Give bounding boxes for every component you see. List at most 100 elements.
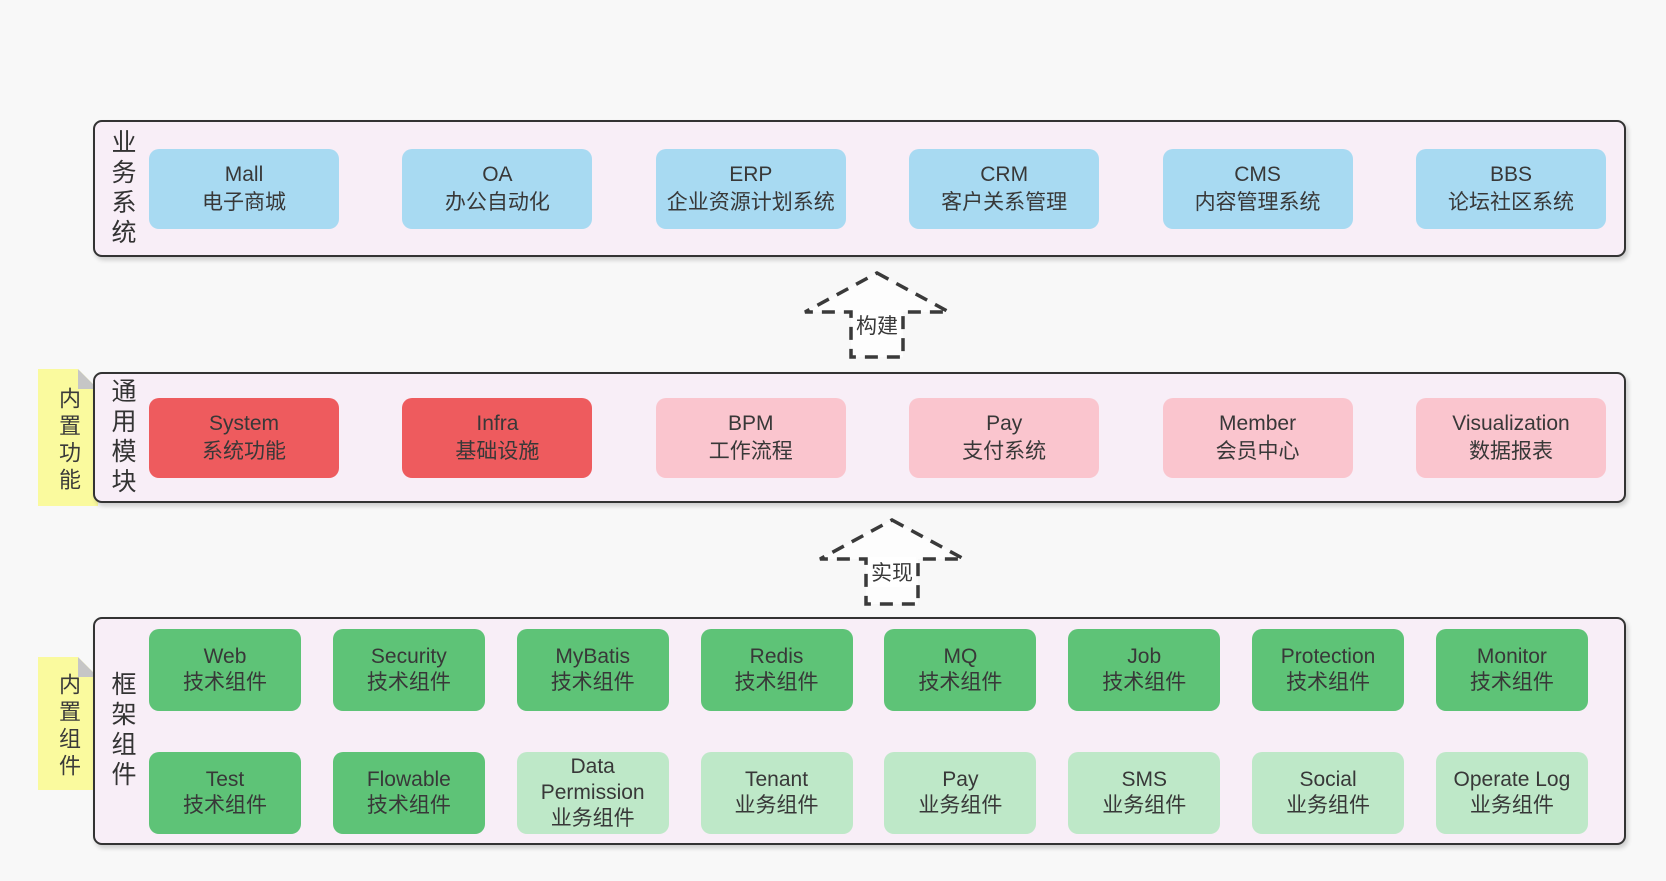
box-title: SMS <box>1121 767 1167 791</box>
box-subtitle: 技术组件 <box>550 670 635 694</box>
box-test-component: Test 技术组件 <box>149 751 301 834</box>
modules-boxes-row: System 系统功能 Infra 基础设施 BPM 工作流程 Pay 支付系统… <box>149 374 1606 501</box>
box-crm: CRM 客户关系管理 <box>909 148 1100 229</box>
box-subtitle: 企业资源计划系统 <box>666 190 835 214</box>
box-subtitle: 技术组件 <box>183 793 267 817</box>
box-flowable-component: Flowable 技术组件 <box>332 751 485 834</box>
box-title: Operate Log <box>1453 767 1571 791</box>
box-subtitle: 工作流程 <box>708 439 793 463</box>
box-bbs: BBS 论坛社区系统 <box>1415 148 1606 229</box>
components-row-2: Test 技术组件 Flowable 技术组件 Data Permission … <box>149 742 1588 843</box>
box-web-component: Web 技术组件 <box>149 628 301 711</box>
box-subtitle: 办公自动化 <box>444 190 550 214</box>
box-title: Pay <box>986 411 1023 435</box>
box-title: Monitor <box>1476 644 1547 668</box>
box-subtitle: 系统功能 <box>202 439 286 463</box>
box-title: CRM <box>980 162 1029 186</box>
box-job-component: Job 技术组件 <box>1068 628 1221 711</box>
box-subtitle: 业务组件 <box>1102 793 1187 817</box>
box-subtitle: 技术组件 <box>366 793 451 817</box>
box-title: BPM <box>728 411 774 435</box>
panel-side-label: 框架组件 <box>108 671 136 791</box>
box-title: Redis <box>749 644 804 668</box>
box-title: Mall <box>224 162 264 186</box>
box-mybatis-component: MyBatis 技术组件 <box>516 628 669 711</box>
box-title: ERP <box>729 162 773 186</box>
box-subtitle: 技术组件 <box>1286 670 1371 694</box>
sticky-note-builtin-features: 内置功能 <box>38 369 98 506</box>
box-subtitle: 技术组件 <box>183 670 267 694</box>
sticky-note-label: 内置组件 <box>56 672 81 781</box>
box-system: System 系统功能 <box>149 397 339 478</box>
box-erp: ERP 企业资源计划系统 <box>655 148 846 229</box>
box-mall: Mall 电子商城 <box>149 148 339 229</box>
box-protection-component: Protection 技术组件 <box>1252 628 1405 711</box>
box-subtitle: 业务组件 <box>1286 793 1371 817</box>
sticky-note-label: 内置功能 <box>56 386 81 495</box>
box-subtitle: 客户关系管理 <box>941 190 1068 214</box>
box-subtitle: 技术组件 <box>366 670 451 694</box>
dashed-up-arrow-implement: 实现 <box>817 517 967 607</box>
box-subtitle: 业务组件 <box>918 793 1003 817</box>
box-title: MyBatis <box>555 644 631 668</box>
box-title: BBS <box>1489 162 1532 186</box>
box-subtitle: 技术组件 <box>918 670 1003 694</box>
box-monitor-component: Monitor 技术组件 <box>1435 628 1588 711</box>
box-title: Protection <box>1280 644 1376 668</box>
box-visualization: Visualization 数据报表 <box>1415 397 1606 478</box>
box-subtitle: 论坛社区系统 <box>1447 190 1574 214</box>
box-subtitle: 数据报表 <box>1468 439 1553 463</box>
box-subtitle: 内容管理系统 <box>1194 190 1321 214</box>
panel-common-modules: 通用模块 System 系统功能 Infra 基础设施 BPM 工作流程 Pay… <box>93 372 1626 503</box>
box-subtitle: 基础设施 <box>455 439 540 463</box>
box-sms-component: SMS 业务组件 <box>1068 751 1221 834</box>
panel-framework-components: 框架组件 Web 技术组件 Security 技术组件 MyBatis 技术组件… <box>93 617 1626 845</box>
box-title: Data Permission <box>540 754 645 804</box>
box-bpm: BPM 工作流程 <box>655 397 846 478</box>
panel-side-label: 业务系统 <box>108 128 136 249</box>
box-title: Test <box>205 767 245 791</box>
box-subtitle: 业务组件 <box>1469 793 1554 817</box>
box-title: System <box>208 411 279 435</box>
box-subtitle: 会员中心 <box>1215 439 1300 463</box>
box-pay-system: Pay 支付系统 <box>909 397 1100 478</box>
box-pay-component: Pay 业务组件 <box>884 751 1037 834</box>
arrow-label: 实现 <box>868 557 916 587</box>
box-subtitle: 技术组件 <box>1469 670 1554 694</box>
box-mq-component: MQ 技术组件 <box>884 628 1037 711</box>
box-title: Tenant <box>745 767 809 791</box>
box-redis-component: Redis 技术组件 <box>700 628 853 711</box>
box-title: Web <box>203 644 247 668</box>
box-tenant-component: Tenant 业务组件 <box>700 751 853 834</box>
panel-business-systems: 业务系统 Mall 电子商城 OA 办公自动化 ERP 企业资源计划系统 CRM… <box>93 120 1626 257</box>
box-security-component: Security 技术组件 <box>332 628 485 711</box>
box-cms: CMS 内容管理系统 <box>1162 148 1353 229</box>
box-social-component: Social 业务组件 <box>1252 751 1405 834</box>
box-title: Social <box>1299 767 1357 791</box>
business-boxes-row: Mall 电子商城 OA 办公自动化 ERP 企业资源计划系统 CRM 客户关系… <box>149 122 1606 255</box>
box-title: OA <box>482 162 513 186</box>
box-title: Visualization <box>1452 411 1570 435</box>
panel-side-label: 通用模块 <box>108 377 136 498</box>
box-subtitle: 技术组件 <box>1102 670 1187 694</box>
box-oa: OA 办公自动化 <box>402 148 593 229</box>
components-row-1: Web 技术组件 Security 技术组件 MyBatis 技术组件 Redi… <box>149 619 1588 720</box>
box-title: Infra <box>476 411 519 435</box>
box-subtitle: 电子商城 <box>202 190 286 214</box>
dashed-up-arrow-build: 构建 <box>802 270 952 360</box>
box-title: CMS <box>1234 162 1281 186</box>
box-subtitle: 业务组件 <box>734 793 819 817</box>
box-title: Member <box>1219 411 1297 435</box>
box-subtitle: 技术组件 <box>734 670 819 694</box>
box-title: Pay <box>942 767 979 791</box>
box-title: Job <box>1127 644 1162 668</box>
box-infra: Infra 基础设施 <box>402 397 593 478</box>
arrow-label: 构建 <box>853 310 901 340</box>
sticky-note-builtin-components: 内置组件 <box>38 657 98 790</box>
box-title: Security <box>370 644 447 668</box>
components-rows: Web 技术组件 Security 技术组件 MyBatis 技术组件 Redi… <box>149 619 1606 843</box>
box-title: MQ <box>943 644 978 668</box>
box-title: Flowable <box>366 767 451 791</box>
box-subtitle: 支付系统 <box>962 439 1047 463</box>
